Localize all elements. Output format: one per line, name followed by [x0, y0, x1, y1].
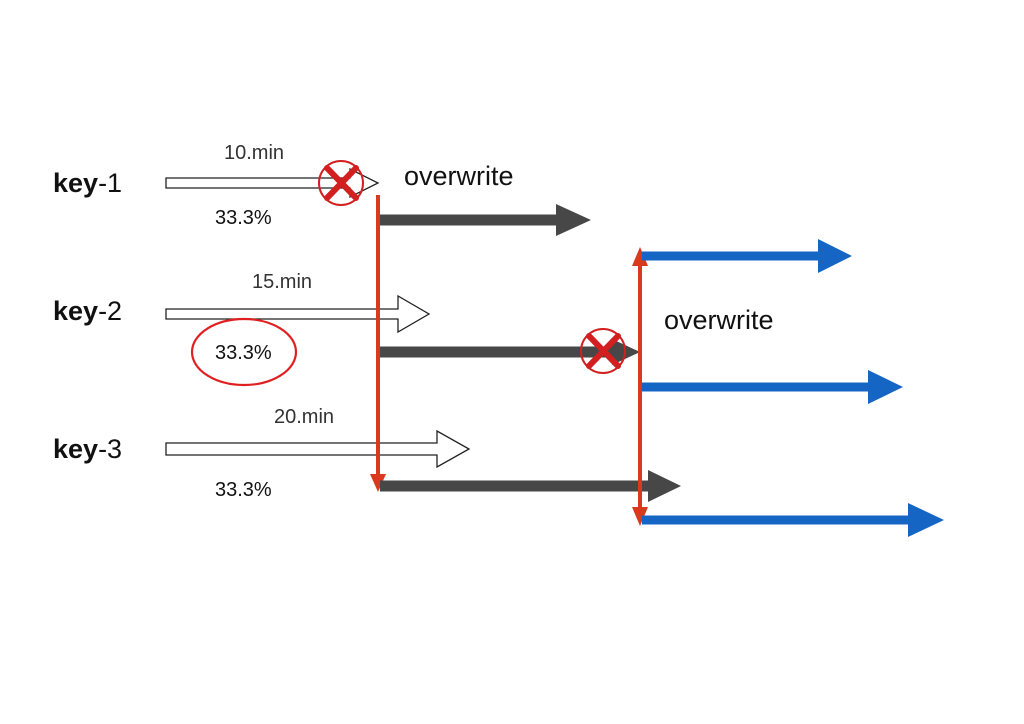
overwrite-label-1: overwrite — [404, 161, 514, 191]
key-2-input-arrow — [165, 294, 431, 334]
key-1-share: 33.3% — [215, 207, 272, 229]
cross-icon — [580, 328, 626, 374]
key-1-label: key-1 — [53, 170, 122, 197]
key-2-label: key-2 — [53, 298, 122, 325]
highlight-ring — [190, 317, 298, 387]
key-3-label-suffix: -3 — [98, 434, 123, 464]
stage2-arrow-3-head — [908, 503, 944, 537]
stage2-arrow-1-head — [818, 239, 852, 273]
stage1-arrow-2-head — [612, 339, 640, 365]
stage2-arrow-2-head — [868, 370, 903, 404]
cross-icon — [318, 160, 364, 206]
key-1-duration: 10.min — [224, 142, 285, 164]
stage1-arrow-3-head — [648, 470, 681, 502]
key-3-label: key-3 — [53, 436, 122, 463]
key-3-share: 33.3% — [215, 479, 272, 501]
key-2-label-prefix: key — [53, 296, 99, 326]
stage1-splitter-arrowhead — [370, 474, 386, 492]
key-3-input-arrow — [165, 429, 471, 469]
key-2-share: 33.3% — [215, 342, 272, 364]
key-3-label-prefix: key — [53, 434, 99, 464]
key-2-label-suffix: -2 — [98, 296, 123, 326]
key-3-duration: 20.min — [274, 406, 335, 428]
key-2-duration: 15.min — [252, 271, 313, 293]
stage2-splitter-arrowhead-top — [632, 247, 648, 266]
stage1-arrow-1-head — [556, 204, 591, 236]
key-1-label-suffix: -1 — [98, 168, 123, 198]
overwrite-label-2: overwrite — [664, 305, 774, 335]
key-1-input-arrow — [165, 167, 380, 199]
key-1-label-prefix: key — [53, 168, 99, 198]
stage2-splitter-arrowhead-bottom — [632, 507, 648, 526]
